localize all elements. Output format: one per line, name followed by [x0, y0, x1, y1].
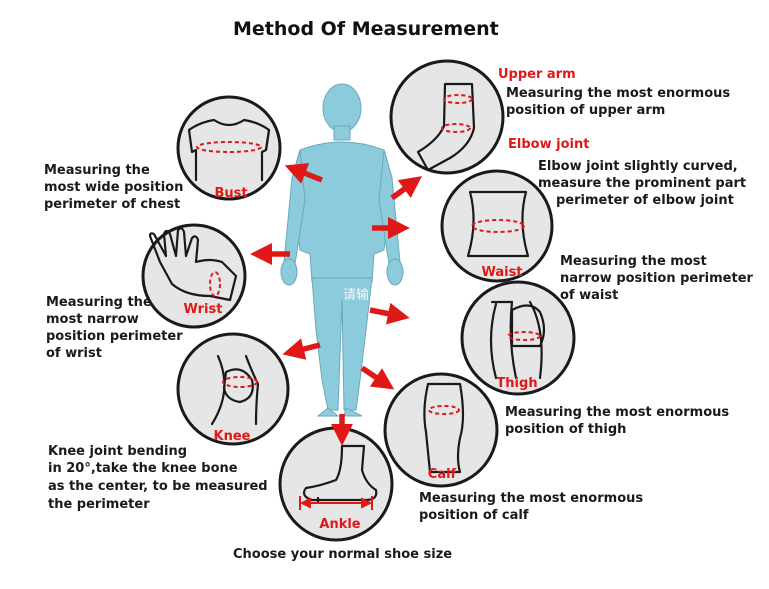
knee-desc-1: Knee joint bending [48, 444, 188, 459]
knee-desc-2: in 20°,take the knee bone [48, 461, 238, 476]
waist-label: Waist [481, 265, 523, 280]
wrist-desc-3: position perimeter [46, 329, 183, 344]
knee-measure-line [222, 376, 258, 388]
bust-desc-3: perimeter of chest [44, 197, 181, 212]
upper-arm-heading: Upper arm [498, 67, 576, 82]
calf-desc-2: position of calf [419, 508, 529, 523]
watermark-text: 请输 [343, 287, 370, 302]
bust-label: Bust [214, 186, 248, 201]
upper-arm-sketch [416, 82, 476, 172]
elbow-desc-2: measure the prominent part [538, 176, 747, 191]
arrow-calf [360, 365, 395, 390]
upper-arm-measure-line [443, 94, 473, 104]
calf-sketch [423, 382, 465, 474]
bust-desc-2: most wide position [44, 180, 184, 195]
pointer-arrows [250, 163, 423, 446]
wrist-sketch [148, 227, 238, 302]
bust-circle [176, 95, 282, 201]
arrow-thigh [369, 302, 410, 325]
waist-sketch [466, 190, 530, 258]
calf-desc-1: Measuring the most enormous [419, 491, 644, 506]
calf-measure-line [428, 405, 460, 415]
thigh-desc-2: position of thigh [505, 422, 627, 437]
ankle-sketch [302, 444, 378, 504]
thigh-label: Thigh [496, 376, 538, 391]
waist-desc-3: of waist [560, 288, 619, 303]
wrist-label: Wrist [183, 302, 223, 317]
human-figure [280, 83, 404, 417]
upper-arm-desc-2: position of upper arm [506, 103, 666, 118]
wrist-desc-4: of wrist [46, 346, 102, 361]
knee-desc-3: as the center, to be measured [48, 479, 268, 494]
waist-desc-2: narrow position perimeter [560, 271, 753, 286]
bust-sketch [187, 118, 271, 182]
knee-circle [176, 332, 290, 446]
knee-desc-4: the perimeter [48, 497, 150, 512]
knee-sketch [210, 354, 260, 426]
thigh-circle [460, 280, 576, 396]
wrist-circle [141, 223, 247, 329]
knee-label: Knee [213, 429, 251, 444]
upper-arm-circle [389, 59, 505, 175]
page-title: Method Of Measurement [233, 18, 499, 40]
upper-arm-desc-1: Measuring the most enormous [506, 86, 731, 101]
bust-measure-line [196, 141, 262, 153]
elbow-heading: Elbow joint [508, 137, 590, 152]
elbow-desc-1: Elbow joint slightly curved, [538, 159, 738, 174]
calf-circle [383, 372, 499, 488]
waist-desc-1: Measuring the most [560, 254, 707, 269]
ankle-label: Ankle [319, 517, 361, 532]
ankle-desc-1: Choose your normal shoe size [233, 547, 453, 562]
arrow-knee [282, 338, 321, 360]
arrow-upper-arm [390, 176, 423, 201]
wrist-measure-line [209, 271, 221, 297]
wrist-desc-2: most narrow [46, 312, 139, 327]
elbow-measure-line [441, 123, 471, 133]
thigh-sketch [489, 300, 546, 380]
calf-label: Calf [427, 467, 457, 482]
thigh-desc-1: Measuring the most enormous [505, 405, 730, 420]
elbow-desc-3: perimeter of elbow joint [556, 193, 734, 208]
thigh-measure-line [507, 331, 541, 341]
waist-measure-line [471, 219, 525, 233]
ankle-size-arrow [299, 496, 373, 510]
arrow-bust [284, 163, 324, 184]
bust-desc-1: Measuring the [44, 163, 150, 178]
wrist-desc-1: Measuring the [46, 295, 152, 310]
